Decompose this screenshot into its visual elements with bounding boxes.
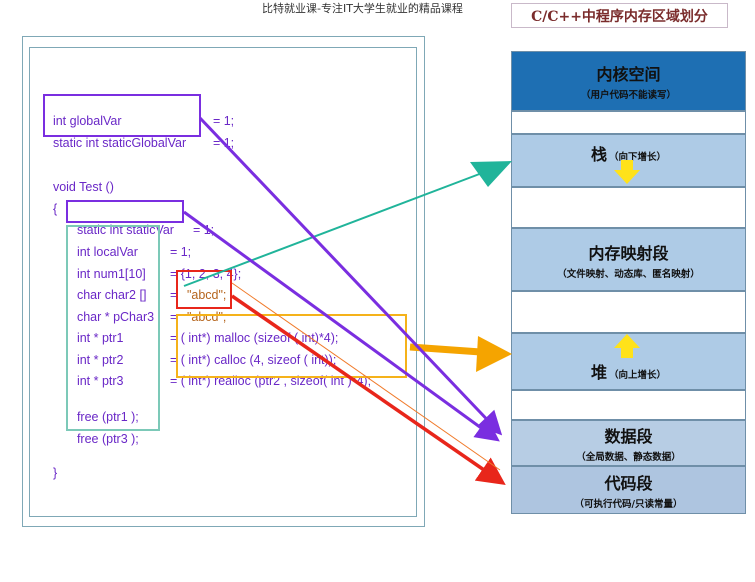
thin-literal-line — [231, 282, 501, 471]
code-outer-frame — [22, 36, 425, 527]
code-line-localvar: int localVar — [76, 245, 138, 259]
heap-growth-arrow-up-icon — [614, 334, 640, 358]
segment-gap-4 — [511, 390, 746, 420]
segment-heap-sub: （向上增长） — [609, 370, 667, 381]
segment-stack-title: 栈 — [590, 145, 607, 164]
segment-data-title: 数据段 — [604, 427, 653, 446]
code-line-free-ptr1: free (ptr1 ); — [76, 410, 139, 424]
code-line-function-signature: void Test () — [52, 180, 114, 194]
code-line-localvar-init: = 1; — [169, 245, 192, 259]
diagram-title: C/C++中程序内存区域划分 — [511, 3, 728, 28]
local-vars-highlight — [66, 225, 160, 431]
segment-mmap: 内存映射段 （文件映射、动态库、匿名映射） — [511, 228, 746, 291]
segment-data-sub: （全局数据、静态数据） — [576, 452, 681, 463]
code-line-close-brace: } — [52, 466, 58, 480]
code-line-char2-eq: = — [169, 288, 178, 302]
code-line-num1: int num1[10] — [76, 267, 146, 281]
static-var-highlight — [66, 200, 184, 223]
segment-gap-2 — [511, 187, 746, 228]
segment-code-sub: （可执行代码/只读常量） — [574, 499, 683, 510]
code-line-ptr1: int * ptr1 — [76, 331, 124, 345]
segment-code: 代码段 （可执行代码/只读常量） — [511, 466, 746, 514]
code-line-free-ptr3: free (ptr3 ); — [76, 432, 139, 446]
segment-mmap-title: 内存映射段 — [588, 243, 669, 263]
code-line-pchar3: char * pChar3 — [76, 310, 155, 324]
segment-gap-3 — [511, 291, 746, 333]
arrow-globals-to-data — [198, 116, 503, 436]
segment-kernel-sub: （用户代码不能读写） — [580, 90, 676, 101]
segment-heap-title: 堆 — [590, 363, 607, 382]
code-inner-frame — [29, 47, 417, 517]
heap-alloc-highlight — [176, 314, 407, 378]
segment-kernel: 内核空间 （用户代码不能读写） — [511, 51, 746, 111]
segment-data: 数据段 （全局数据、静态数据） — [511, 420, 746, 466]
course-caption: 比特就业课-专注IT大学生就业的精品课程 — [262, 2, 463, 15]
segment-gap-1 — [511, 111, 746, 134]
code-line-globalvar: int globalVar — [52, 114, 122, 128]
code-line-ptr2: int * ptr2 — [76, 353, 124, 367]
code-line-open-brace: { — [52, 202, 58, 216]
code-line-staticglobalvar: static int staticGlobalVar — [52, 136, 187, 150]
code-line-pchar3-eq: = — [169, 310, 178, 324]
arrow-char2-to-stack — [183, 161, 512, 287]
code-line-char2: char char2 [] — [76, 288, 147, 302]
code-line-char2-string: "abcd"; — [186, 288, 227, 302]
segment-stack-sub: （向下增长） — [609, 152, 667, 163]
code-line-staticglobalvar-init: = 1; — [206, 119, 234, 151]
arrow-staticvar-to-data — [183, 210, 500, 442]
code-line-pchar3-string: "abcd"; — [186, 310, 227, 324]
string-literal-highlight — [176, 270, 232, 309]
arrow-alloc-to-heap — [409, 336, 512, 372]
segment-kernel-title: 内核空间 — [596, 65, 661, 84]
arrow-literal-to-code — [231, 294, 506, 485]
global-vars-highlight — [43, 94, 201, 137]
code-line-globalvar-init: = 1; — [212, 114, 235, 128]
segment-mmap-sub: （文件映射、动态库、匿名映射） — [557, 268, 700, 280]
segment-code-title: 代码段 — [604, 474, 653, 493]
stack-growth-arrow-down-icon — [614, 160, 640, 184]
code-line-ptr3: int * ptr3 — [76, 374, 124, 388]
code-line-ptr1-init: = ( int*) malloc (sizeof ( int)*4); — [169, 331, 339, 345]
